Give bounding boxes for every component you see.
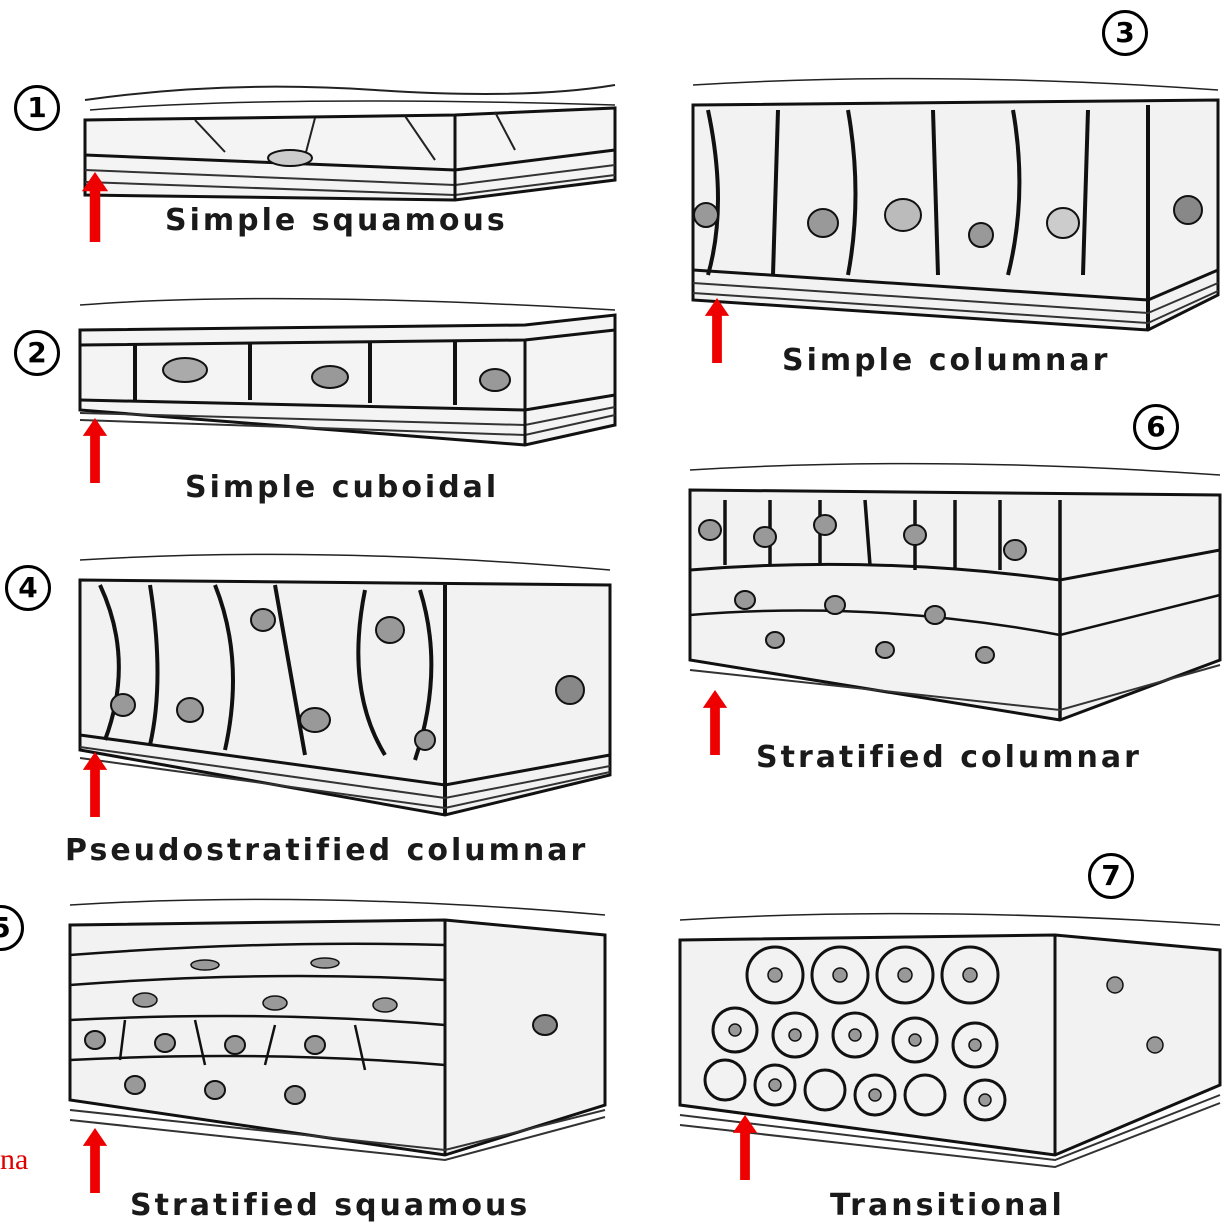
up-arrow-icon: [80, 752, 110, 817]
caption-simple-cuboidal: Simple cuboidal: [185, 470, 499, 505]
pseudostratified-columnar-illustration: [75, 540, 615, 830]
up-arrow-icon: [80, 418, 110, 483]
caption-stratified-columnar: Stratified columnar: [756, 740, 1142, 775]
up-arrow-icon: [700, 690, 730, 755]
side-text-fragment: na: [0, 1143, 28, 1177]
up-arrow-icon: [80, 172, 110, 242]
up-arrow-icon: [730, 1115, 760, 1180]
panel-3-number: 3: [1102, 10, 1148, 56]
stratified-columnar-illustration: [685, 455, 1223, 730]
simple-cuboidal-illustration: [75, 285, 625, 460]
stratified-squamous-illustration: [65, 885, 610, 1175]
caption-transitional: Transitional: [830, 1188, 1065, 1223]
simple-columnar-illustration: [688, 65, 1223, 340]
up-arrow-icon: [702, 298, 732, 363]
caption-simple-squamous: Simple squamous: [165, 203, 508, 238]
caption-simple-columnar: Simple columnar: [782, 343, 1110, 378]
caption-stratified-squamous: Stratified squamous: [130, 1188, 530, 1223]
panel-1-number: 1: [14, 85, 60, 131]
panel-6-number: 6: [1133, 404, 1179, 450]
panel-7-number: 7: [1088, 853, 1134, 899]
panel-5-number: 5: [0, 905, 24, 951]
panel-4-number: 4: [5, 565, 51, 611]
simple-squamous-illustration: [75, 60, 625, 210]
caption-pseudostratified-columnar: Pseudostratified columnar: [65, 833, 588, 868]
panel-2-number: 2: [14, 330, 60, 376]
up-arrow-icon: [80, 1128, 110, 1193]
